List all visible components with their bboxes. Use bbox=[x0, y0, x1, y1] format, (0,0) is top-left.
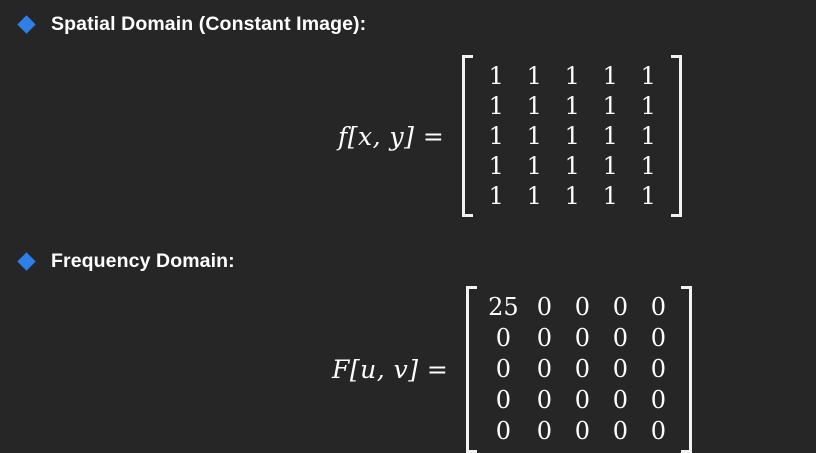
matrix-cell: 0 bbox=[612, 386, 629, 414]
matrix-fuv-grid: 25 0 0 0 0 0 0 0 0 0 0 0 0 0 bbox=[477, 286, 681, 453]
matrix-row: 1 1 1 1 1 bbox=[477, 151, 667, 181]
matrix-cell: 1 bbox=[526, 92, 542, 120]
matrix-row: 1 1 1 1 1 bbox=[477, 181, 667, 211]
matrix-cell: 1 bbox=[488, 152, 504, 180]
matrix-cell: 0 bbox=[574, 324, 591, 352]
matrix-fxy-grid: 1 1 1 1 1 1 1 1 1 1 1 1 1 1 bbox=[473, 55, 671, 217]
matrix-row: 0 0 0 0 0 bbox=[481, 385, 677, 416]
matrix-cell: 0 bbox=[612, 324, 629, 352]
matrix-row: 1 1 1 1 1 bbox=[477, 121, 667, 151]
equation-label-fuv: F[u, v] = bbox=[332, 355, 449, 384]
matrix-cell: 1 bbox=[526, 62, 542, 90]
matrix-cell: 1 bbox=[640, 182, 656, 210]
matrix-cell: 0 bbox=[574, 293, 591, 321]
matrix-cell: 0 bbox=[650, 355, 667, 383]
matrix-cell: 0 bbox=[612, 293, 629, 321]
equation-spatial-domain: f[x, y] = 1 1 1 1 1 1 1 1 1 1 bbox=[338, 55, 683, 217]
matrix-row: 0 0 0 0 0 bbox=[481, 416, 677, 447]
matrix-cell: 1 bbox=[564, 92, 580, 120]
matrix-cell: 0 bbox=[650, 293, 667, 321]
matrix-cell: 0 bbox=[612, 417, 629, 445]
matrix-cell: 0 bbox=[612, 355, 629, 383]
matrix-cell: 1 bbox=[488, 182, 504, 210]
matrix-cell: 1 bbox=[602, 182, 618, 210]
heading-frequency-label: Frequency Domain: bbox=[51, 250, 235, 272]
matrix-cell: 0 bbox=[536, 417, 553, 445]
matrix-cell: 0 bbox=[536, 355, 553, 383]
matrix-cell: 1 bbox=[602, 152, 618, 180]
heading-spatial-label: Spatial Domain (Constant Image): bbox=[51, 13, 367, 35]
diamond-bullet-icon bbox=[17, 252, 36, 271]
matrix-fuv: 25 0 0 0 0 0 0 0 0 0 0 0 0 0 bbox=[466, 286, 693, 453]
matrix-cell: 0 bbox=[650, 417, 667, 445]
matrix-cell: 1 bbox=[564, 152, 580, 180]
bullet-heading-frequency: Frequency Domain: bbox=[17, 250, 235, 273]
matrix-row: 0 0 0 0 0 bbox=[481, 323, 677, 354]
matrix-cell: 0 bbox=[574, 417, 591, 445]
matrix-cell: 1 bbox=[488, 92, 504, 120]
diamond-bullet-icon bbox=[17, 15, 36, 34]
matrix-cell: 0 bbox=[495, 386, 512, 414]
matrix-right-bracket-icon bbox=[671, 55, 683, 217]
matrix-cell: 0 bbox=[536, 324, 553, 352]
matrix-row: 0 0 0 0 0 bbox=[481, 354, 677, 385]
matrix-left-bracket-icon bbox=[462, 55, 474, 217]
matrix-cell: 1 bbox=[640, 92, 656, 120]
matrix-cell: 1 bbox=[564, 122, 580, 150]
matrix-cell: 25 bbox=[488, 293, 519, 321]
matrix-cell: 0 bbox=[574, 355, 591, 383]
matrix-cell: 1 bbox=[602, 92, 618, 120]
matrix-row: 1 1 1 1 1 bbox=[477, 91, 667, 121]
matrix-cell: 0 bbox=[650, 386, 667, 414]
matrix-cell: 1 bbox=[488, 62, 504, 90]
matrix-cell: 1 bbox=[640, 62, 656, 90]
matrix-row: 25 0 0 0 0 bbox=[481, 292, 677, 323]
equation-frequency-domain: F[u, v] = 25 0 0 0 0 0 0 0 0 0 bbox=[332, 286, 693, 453]
matrix-cell: 1 bbox=[526, 182, 542, 210]
matrix-row: 1 1 1 1 1 bbox=[477, 61, 667, 91]
matrix-cell: 0 bbox=[574, 386, 591, 414]
matrix-cell: 0 bbox=[650, 324, 667, 352]
matrix-cell: 1 bbox=[564, 182, 580, 210]
matrix-cell: 0 bbox=[495, 417, 512, 445]
matrix-cell: 1 bbox=[564, 62, 580, 90]
matrix-cell: 1 bbox=[640, 152, 656, 180]
matrix-cell: 1 bbox=[488, 122, 504, 150]
matrix-cell: 0 bbox=[495, 355, 512, 383]
matrix-cell: 1 bbox=[602, 62, 618, 90]
bullet-heading-spatial: Spatial Domain (Constant Image): bbox=[17, 13, 367, 36]
matrix-left-bracket-icon bbox=[466, 286, 478, 453]
equation-label-fxy: f[x, y] = bbox=[338, 121, 445, 151]
matrix-cell: 0 bbox=[536, 293, 553, 321]
matrix-cell: 1 bbox=[640, 122, 656, 150]
matrix-cell: 1 bbox=[602, 122, 618, 150]
matrix-cell: 1 bbox=[526, 152, 542, 180]
matrix-fxy: 1 1 1 1 1 1 1 1 1 1 1 1 1 1 bbox=[462, 55, 683, 217]
matrix-cell: 0 bbox=[536, 386, 553, 414]
matrix-right-bracket-icon bbox=[681, 286, 693, 453]
matrix-cell: 1 bbox=[526, 122, 542, 150]
matrix-cell: 0 bbox=[495, 324, 512, 352]
